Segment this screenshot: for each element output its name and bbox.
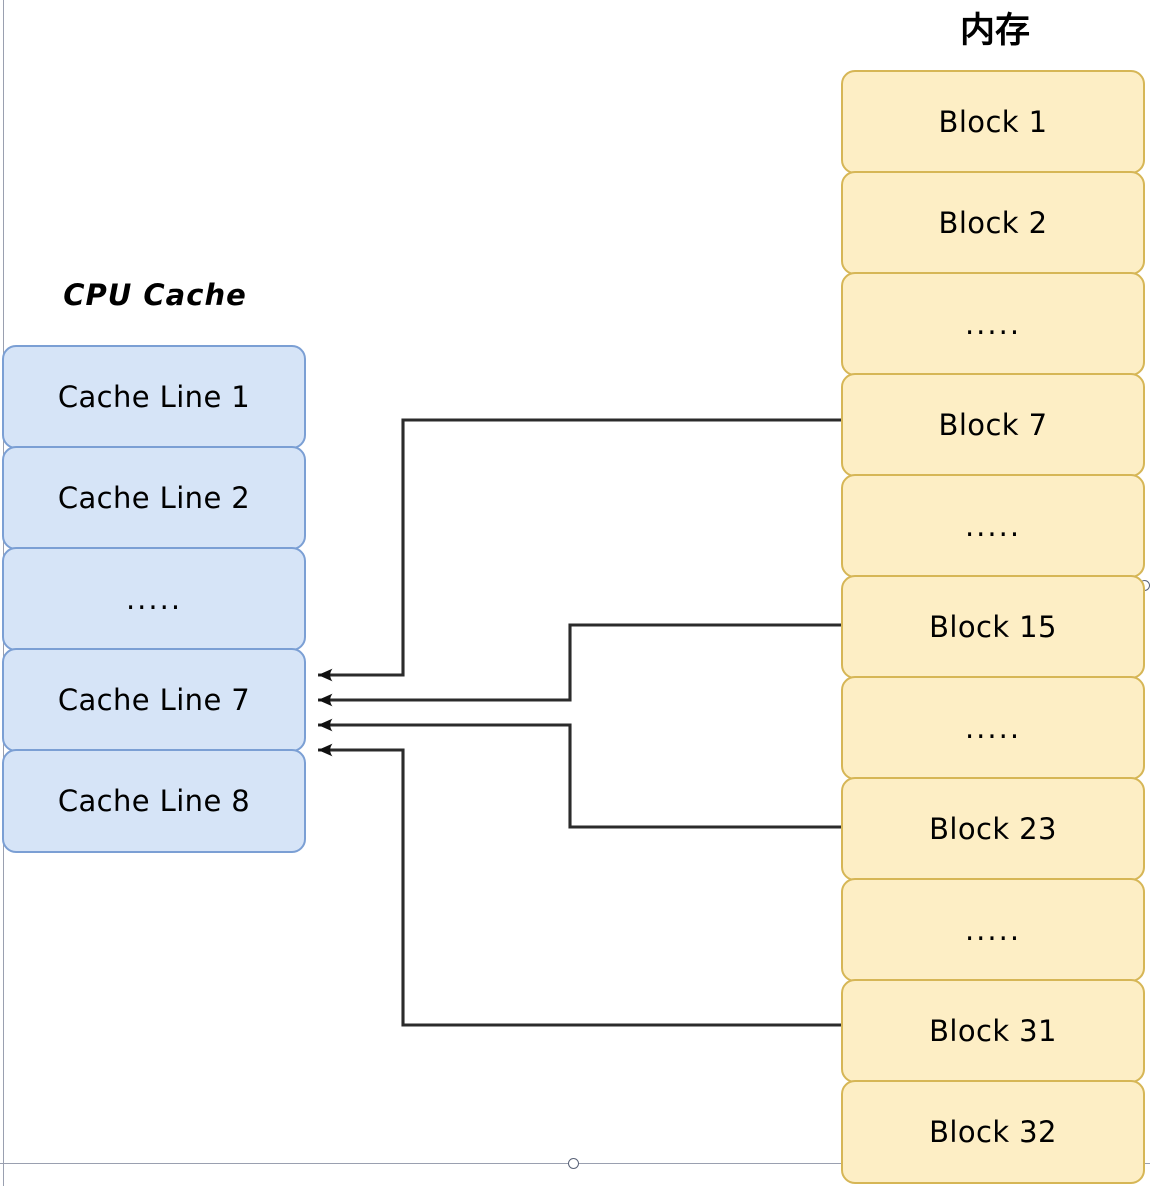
cache-line-5[interactable]: Cache Line 8 bbox=[2, 749, 306, 853]
memory-block-4[interactable]: Block 7 bbox=[841, 373, 1145, 477]
memory-block-label: ..... bbox=[964, 913, 1022, 947]
connector-block15-to-cacheline7 bbox=[318, 623, 841, 707]
cache-line-label: Cache Line 8 bbox=[57, 784, 251, 818]
memory-block-label: Block 15 bbox=[929, 610, 1057, 644]
page-title-memory: 内存 bbox=[959, 11, 1030, 51]
memory-block-label: Block 31 bbox=[929, 1014, 1057, 1048]
memory-block-label: Block 23 bbox=[929, 812, 1057, 846]
memory-block-ellipsis[interactable]: ..... bbox=[841, 878, 1145, 982]
cache-line-label: Cache Line 7 bbox=[57, 683, 251, 717]
memory-block-label: Block 1 bbox=[938, 105, 1048, 139]
cache-line-label: ..... bbox=[125, 582, 183, 616]
connector-block7-to-cacheline7 bbox=[318, 418, 841, 682]
resize-handle-bottom[interactable] bbox=[568, 1158, 579, 1169]
connector-block23-to-cacheline7 bbox=[318, 718, 841, 829]
cache-line-1[interactable]: Cache Line 1 bbox=[2, 345, 306, 449]
cache-line-label: Cache Line 1 bbox=[57, 380, 251, 414]
memory-block-ellipsis[interactable]: ..... bbox=[841, 272, 1145, 376]
memory-block-ellipsis[interactable]: ..... bbox=[841, 676, 1145, 780]
memory-block-2[interactable]: Block 2 bbox=[841, 171, 1145, 275]
connector-block31-to-cacheline7 bbox=[318, 743, 841, 1027]
memory-block-11[interactable]: Block 32 bbox=[841, 1080, 1145, 1184]
cache-line-ellipsis[interactable]: ..... bbox=[2, 547, 306, 651]
memory-block-label: ..... bbox=[964, 509, 1022, 543]
cache-line-4[interactable]: Cache Line 7 bbox=[2, 648, 306, 752]
cache-line-label: Cache Line 2 bbox=[57, 481, 251, 515]
memory-block-10[interactable]: Block 31 bbox=[841, 979, 1145, 1083]
memory-block-6[interactable]: Block 15 bbox=[841, 575, 1145, 679]
cache-line-2[interactable]: Cache Line 2 bbox=[2, 446, 306, 550]
memory-block-8[interactable]: Block 23 bbox=[841, 777, 1145, 881]
memory-block-label: ..... bbox=[964, 711, 1022, 745]
memory-block-1[interactable]: Block 1 bbox=[841, 70, 1145, 174]
page-title-cpu-cache: CPU Cache bbox=[63, 278, 247, 312]
memory-block-label: Block 32 bbox=[929, 1115, 1057, 1149]
memory-block-ellipsis[interactable]: ..... bbox=[841, 474, 1145, 578]
memory-block-label: Block 7 bbox=[938, 408, 1048, 442]
memory-block-label: Block 2 bbox=[938, 206, 1048, 240]
memory-block-label: ..... bbox=[964, 307, 1022, 341]
